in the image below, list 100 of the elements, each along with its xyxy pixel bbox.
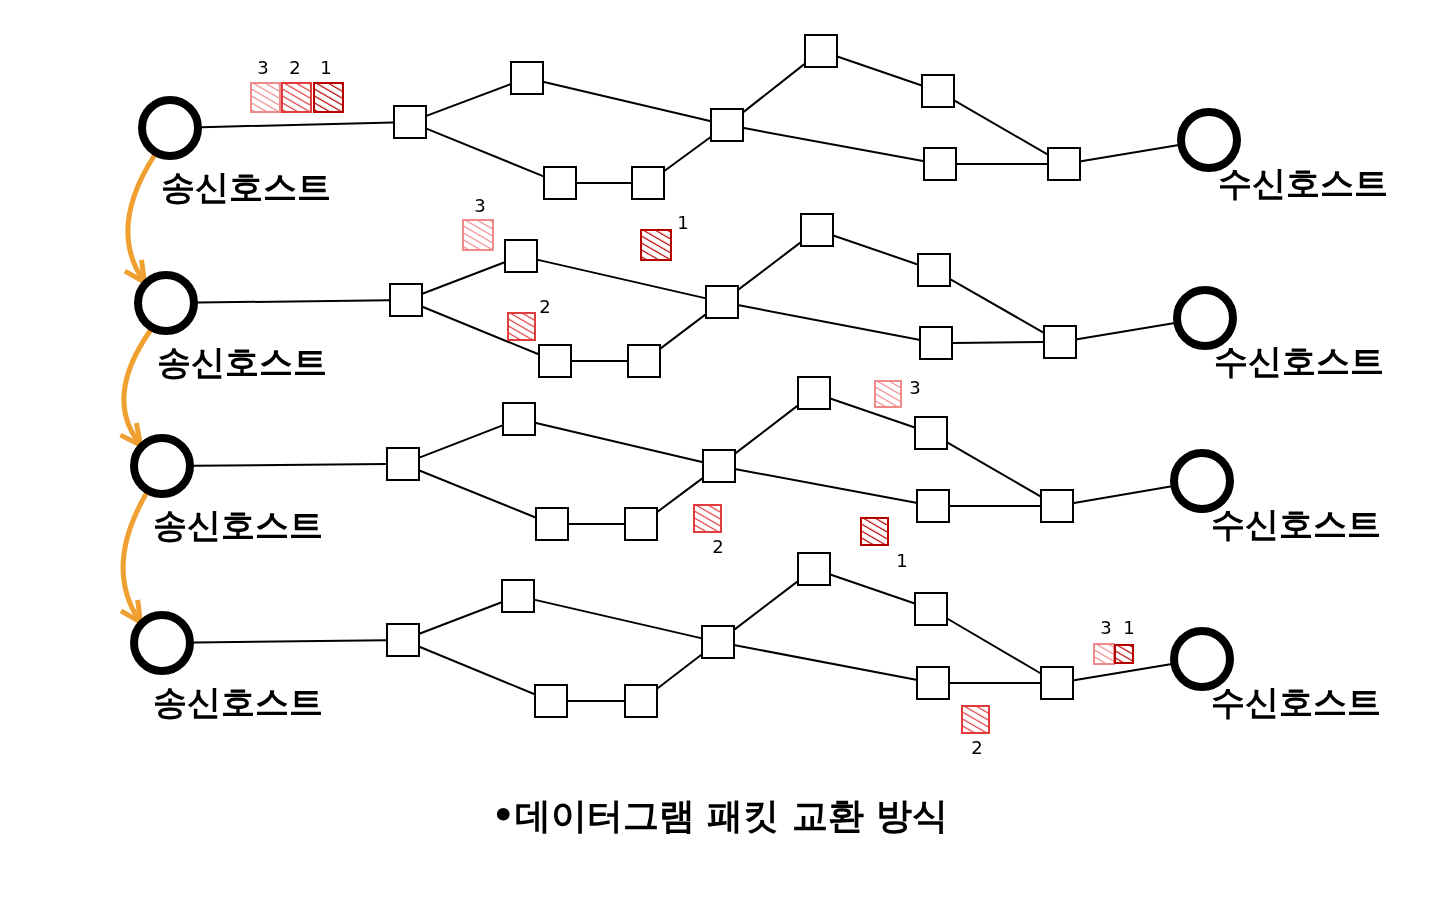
packet-number: 2 [712,535,724,557]
router-box [627,344,661,378]
packet-square [960,704,990,734]
packet-number: 3 [909,376,921,398]
packet-number: 2 [539,295,551,317]
host-label: 송신호스트 [161,166,331,209]
router-box [393,105,427,139]
router-box [923,147,957,181]
link-line [1076,322,1175,341]
link-line [743,63,805,113]
router-box [1043,325,1077,359]
router-box [705,285,739,319]
link-line [735,468,917,504]
link-line [833,234,918,266]
router-box [916,666,950,700]
packet-square [859,516,889,546]
link-line [422,261,505,295]
link-line [426,127,544,178]
link-line [419,601,502,635]
router-box [1047,147,1081,181]
link-line [197,299,390,304]
router-box [804,34,838,68]
link-line [534,598,702,640]
link-line [952,341,1044,344]
router-box [800,213,834,247]
link-line [743,127,924,162]
router-box [389,283,423,317]
router-box [543,166,577,200]
link-line [535,422,703,463]
link-line [664,136,711,172]
host-label: 수신호스트 [1211,503,1381,546]
packet-number: 3 [257,56,269,78]
link-line [947,441,1041,498]
link-line [830,573,915,605]
link-line [193,463,387,467]
packet-square [692,503,722,533]
router-box [502,402,536,436]
link-line [949,505,1041,507]
router-box [917,253,951,287]
host-label: 수신호스트 [1214,340,1384,383]
link-line [734,644,917,681]
packet-square [280,81,312,113]
router-box [501,579,535,613]
link-line [830,397,915,429]
link-line [735,405,798,454]
link-line [949,682,1041,684]
link-line [947,618,1041,674]
link-line [1080,144,1179,163]
router-box [919,326,953,360]
router-box [624,684,658,718]
link-line [738,241,801,291]
router-box [504,239,538,273]
link-line [657,477,703,513]
packet-square [640,229,672,261]
link-line [419,424,503,459]
router-box [386,623,420,657]
packet-square [874,380,902,408]
packet-number: 1 [896,549,908,571]
router-box [710,108,744,142]
packet-square [462,219,494,251]
link-line [419,469,536,519]
link-line [571,360,628,362]
link-line [543,81,711,122]
router-box [702,449,736,483]
router-box [921,74,955,108]
packet-number: 3 [474,194,486,216]
link-line [837,55,922,87]
packet-square [312,81,344,113]
link-line [657,654,702,689]
router-box [631,166,665,200]
host-label: 송신호스트 [157,341,327,384]
link-line [537,258,706,300]
link-line [201,121,394,129]
router-box [624,507,658,541]
curved-arrow [122,153,157,285]
router-box [538,344,572,378]
link-line [954,99,1048,156]
link-line [738,304,920,341]
link-line [426,83,511,117]
link-line [193,639,387,644]
router-box [797,552,831,586]
packet-square [506,311,536,341]
router-box [1040,489,1074,523]
router-box [914,592,948,626]
curved-arrow [118,328,153,448]
router-box [535,507,569,541]
router-box [510,61,544,95]
packet-number: 1 [677,211,689,233]
link-line [660,313,706,350]
router-box [797,376,831,410]
packet-number: 1 [320,56,332,78]
link-line [950,278,1044,334]
link-line [419,646,535,695]
packet-square [1114,644,1134,664]
router-box [386,447,420,481]
packet-square [1093,643,1115,665]
curved-arrow [119,491,149,625]
link-line [1073,663,1172,682]
router-box [914,416,948,450]
link-line [568,523,625,525]
